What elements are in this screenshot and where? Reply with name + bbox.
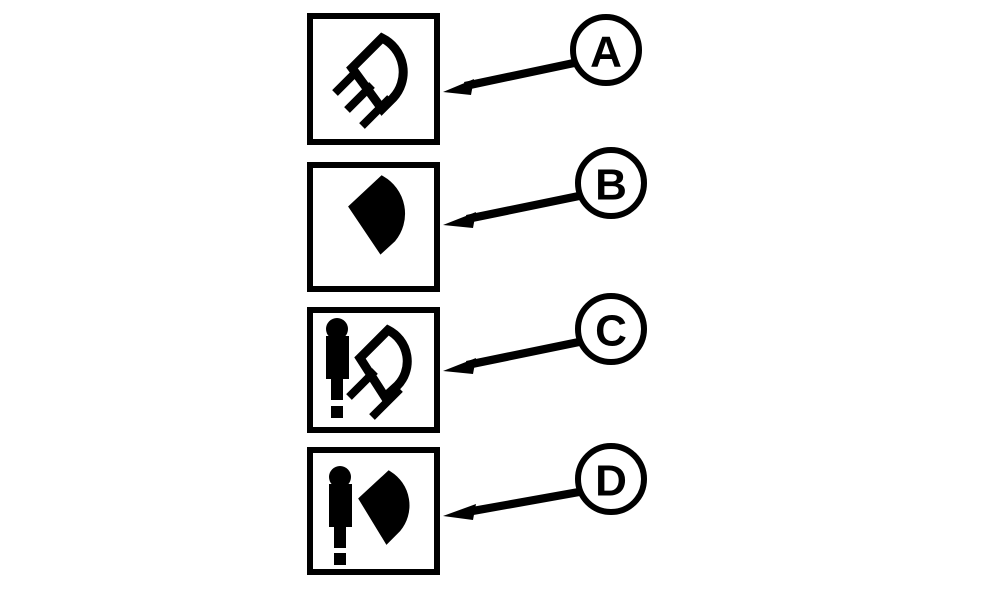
option-label-b: B [595, 161, 627, 210]
option-group-b[interactable]: B [307, 147, 647, 292]
headlight-outline-with-beams-icon [332, 32, 408, 129]
washer-nozzle-icon-d [329, 466, 352, 565]
headlight-filled-icon [348, 175, 405, 255]
pointer-arrow-a [443, 59, 575, 95]
option-label-c: C [595, 307, 627, 356]
option-label-d: D [595, 457, 627, 506]
headlight-filled-icon-d [358, 470, 410, 545]
option-badge-a[interactable] [570, 14, 642, 86]
symbol-panel-a[interactable] [307, 13, 440, 145]
washer-nozzle-icon-c [326, 318, 349, 418]
option-badge-b[interactable] [575, 147, 647, 219]
pointer-arrow-b [443, 192, 580, 228]
pointer-arrow-d [443, 488, 580, 520]
option-group-a[interactable]: A [307, 13, 642, 145]
symbol-panel-d[interactable] [307, 447, 440, 575]
option-group-c[interactable]: C [307, 293, 647, 433]
pointer-arrow-c [443, 338, 580, 374]
option-label-a: A [590, 28, 622, 77]
headlight-outline-with-beams-icon-c [346, 324, 412, 420]
option-badge-d[interactable] [575, 443, 647, 515]
option-badge-c[interactable] [575, 293, 647, 365]
option-group-d[interactable]: D [307, 443, 647, 575]
